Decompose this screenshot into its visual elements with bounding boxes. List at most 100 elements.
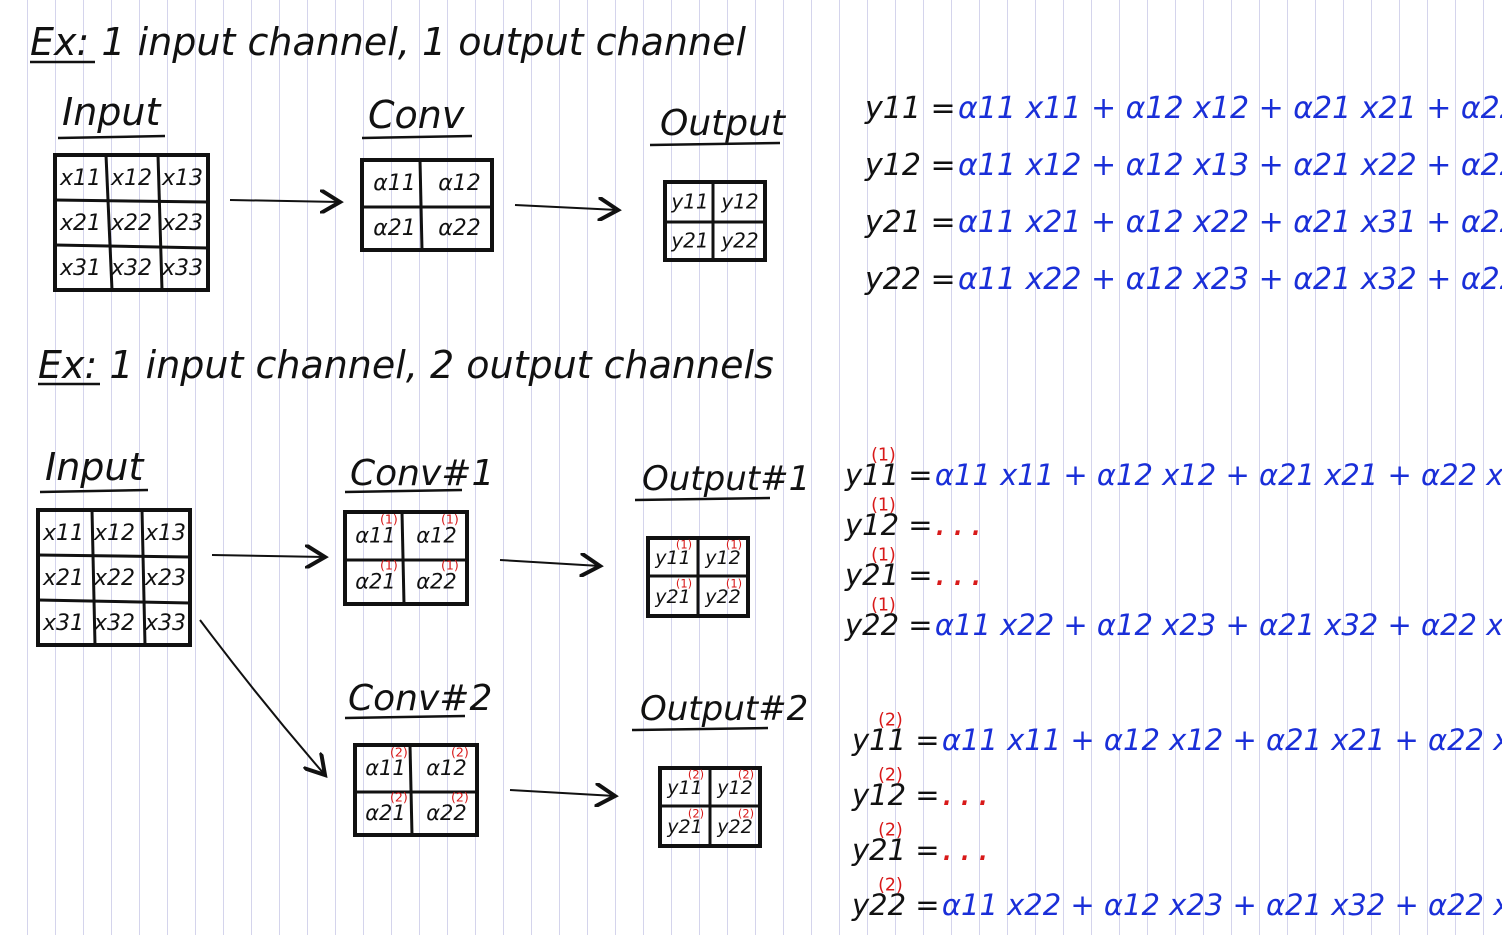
superscript-label: (2)	[738, 767, 754, 781]
superscript-label: (2)	[451, 745, 469, 760]
ex2-conv2-grid	[353, 743, 479, 837]
grid-cell: α11	[355, 523, 396, 547]
equation-lhs: y22 =	[864, 262, 956, 297]
superscript-label: (1)	[441, 512, 459, 527]
equation-lhs: y12 =	[864, 148, 956, 183]
ex2-conv1-grid	[343, 510, 469, 606]
grid-cell: x21	[59, 211, 101, 236]
equation-rhs: α11 x21 + α12 x22 + α21 x31 + α22 x32 + …	[958, 205, 1502, 240]
ex2-equations-set2: y11 =α11 x11 + α12 x12 + α21 x21 + α22 x…	[851, 710, 1502, 922]
ex2-conv1-block: Conv#1 α11(1)α12(1)α21(1)α22(1)	[343, 453, 494, 606]
ex2-arrow-branch	[199, 619, 325, 775]
grid-cell: x11	[59, 166, 101, 191]
ex2-arrow-2	[499, 560, 600, 566]
grid-cell: α11	[373, 171, 416, 196]
ex2-output2-cells: y11(2)y12(2)y21(2)y22(2)	[666, 767, 754, 838]
superscript-label: (1)	[676, 537, 692, 551]
superscript-label: (2)	[738, 806, 754, 820]
ex1-heading: Ex: 1 input channel, 1 output channel	[30, 20, 746, 64]
equation-rhs: ...	[942, 770, 996, 814]
grid-cell: y11	[654, 547, 690, 569]
ex2-arrow-3	[509, 790, 615, 796]
ex2-output1-cells: y11(1)y12(1)y21(1)y22(1)	[654, 537, 742, 608]
superscript-label: (2)	[878, 765, 903, 785]
ex2-heading: Ex: 1 input channel, 2 output channels	[38, 343, 774, 387]
grid-cell: x31	[42, 611, 84, 636]
equation-lhs: y11 =	[851, 723, 940, 757]
grid-cell: y21	[666, 816, 702, 838]
ex2-input-grid	[36, 508, 192, 647]
superscript-label: (2)	[688, 806, 704, 820]
superscript-label: (2)	[878, 710, 903, 730]
ex2-conv2-block: Conv#2 α11(2)α12(2)α21(2)α22(2)	[344, 678, 492, 837]
equation-rhs: α11 x22 + α12 x23 + α21 x32 + α22 x33 + …	[942, 888, 1502, 922]
equation-rhs: α11 x22 + α12 x23 + α21 x32 + α22 x33 + …	[935, 608, 1502, 642]
superscript-label: (2)	[878, 820, 903, 840]
grid-cell: x22	[93, 566, 135, 591]
grid-cell: α12	[426, 756, 467, 780]
grid-cell: y22	[720, 229, 758, 253]
grid-cell: y11	[666, 777, 702, 799]
superscript-label: (1)	[726, 576, 742, 590]
equation-lhs: y22 =	[844, 608, 933, 642]
ex1-equations: y11 =α11 x11 + α12 x12 + α21 x21 + α22 x…	[864, 91, 1502, 297]
superscript-label: (2)	[688, 767, 704, 781]
equation-lhs: y21 =	[851, 833, 940, 867]
ex2-conv2-title: Conv#2	[348, 678, 492, 719]
grid-cell: y21	[670, 229, 708, 253]
equation-rhs: α11 x11 + α12 x12 + α21 x21 + α22 x22 + …	[942, 723, 1502, 757]
superscript-label: (1)	[871, 595, 896, 615]
grid-cell: y22	[716, 816, 752, 838]
ex1-input-grid	[53, 153, 210, 292]
grid-cell: x31	[59, 256, 101, 281]
grid-cell: y22	[704, 586, 740, 608]
ex1-input-title: Input	[62, 90, 162, 134]
grid-cell: x13	[161, 166, 203, 191]
equation-rhs: ...	[935, 500, 989, 544]
grid-cell: α22	[438, 216, 481, 241]
ex2-conv1-cells: α11(1)α12(1)α21(1)α22(1)	[355, 512, 459, 594]
grid-cell: x23	[161, 211, 203, 236]
grid-cell: y21	[654, 586, 690, 608]
grid-cell: x13	[144, 521, 186, 546]
superscript-label: (1)	[726, 537, 742, 551]
grid-cell: x12	[110, 166, 152, 191]
superscript-label: (1)	[676, 576, 692, 590]
ex2-equations-set1: y11 =α11 x11 + α12 x12 + α21 x21 + α22 x…	[844, 445, 1502, 642]
grid-cell: α22	[426, 801, 467, 825]
ex2-conv2-cells: α11(2)α12(2)α21(2)α22(2)	[365, 745, 469, 825]
ex1-conv-grid	[360, 158, 494, 252]
grid-cell: x21	[42, 566, 84, 591]
superscript-label: (1)	[871, 495, 896, 515]
ex1-arrow-1	[229, 200, 340, 202]
grid-cell: y12	[716, 777, 752, 799]
ex2-arrow-1	[211, 555, 325, 557]
grid-cell: x12	[93, 521, 135, 546]
equation-rhs: α11 x11 + α12 x12 + α21 x21 + α22 x22 + …	[958, 91, 1502, 126]
equation-lhs: y22 =	[851, 888, 940, 922]
superscript-label: (2)	[878, 875, 903, 895]
equation-rhs: ...	[935, 550, 989, 594]
ex2-output1-title: Output#1	[642, 459, 810, 499]
grid-cell: α11	[365, 756, 406, 780]
superscript-label: (1)	[441, 558, 459, 573]
equation-lhs: y11 =	[844, 458, 933, 492]
superscript-label: (1)	[380, 512, 398, 527]
grid-cell: y11	[670, 190, 708, 214]
superscript-label: (1)	[380, 558, 398, 573]
grid-cell: x32	[93, 611, 135, 636]
superscript-label: (2)	[451, 790, 469, 805]
superscript-label: (2)	[390, 745, 408, 760]
grid-cell: y12	[704, 547, 740, 569]
ex1-output-title: Output	[660, 103, 787, 144]
superscript-label: (2)	[390, 790, 408, 805]
grid-cell: x23	[144, 566, 186, 591]
